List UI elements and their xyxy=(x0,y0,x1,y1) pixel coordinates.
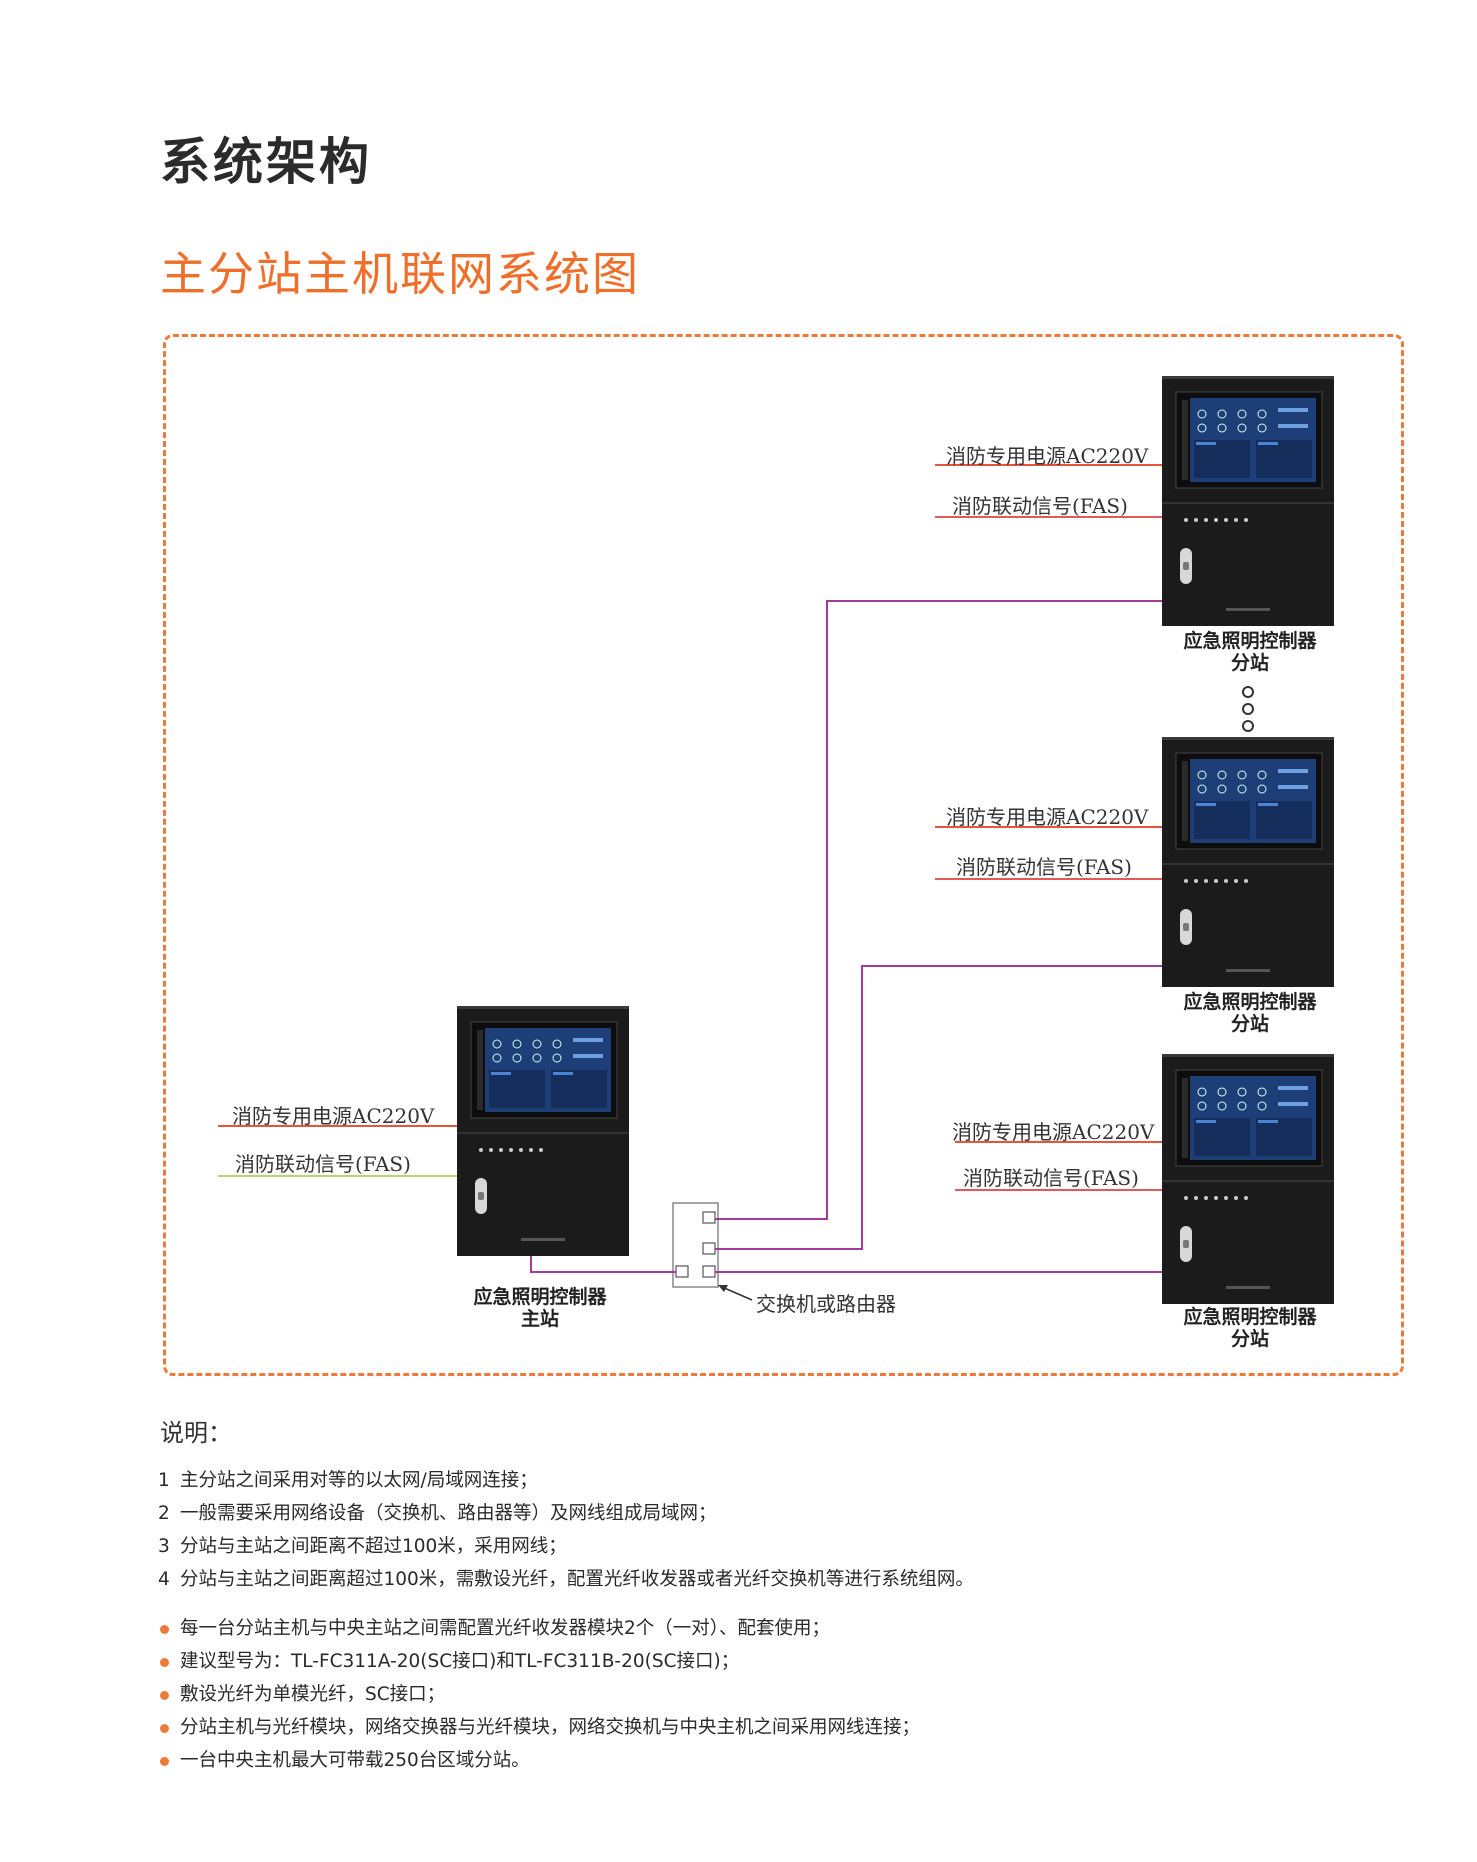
notes-heading: 说明： xyxy=(160,1419,232,1447)
bullet-text: 分站主机与光纤模块，网络交换器与光纤模块，网络交换机与中央主机之间采用网线连接； xyxy=(180,1717,921,1738)
slave1-station-label: 应急照明控制器 分站 xyxy=(1150,630,1350,674)
master-station-label: 应急照明控制器 主站 xyxy=(440,1286,640,1330)
bullet-text: 建议型号为：TL-FC311A-20(SC接口)和TL-FC311B-20(SC… xyxy=(180,1651,740,1672)
bullet-text: 一台中央主机最大可带载250台区域分站。 xyxy=(180,1750,530,1771)
list-item: 4 分站与主站之间距离超过100米，需敷设光纤，配置光纤收发器或者光纤交换机等进行… xyxy=(158,1563,974,1596)
slave2-controller-name: 应急照明控制器 xyxy=(1183,991,1317,1013)
note-text: 一般需要采用网络设备（交换机、路由器等）及网线组成局域网； xyxy=(180,1503,717,1524)
bullet-item: 一台中央主机最大可带载250台区域分站。 xyxy=(158,1744,920,1777)
slave3-role: 分站 xyxy=(1230,1328,1269,1350)
slave3-fas-label: 消防联动信号(FAS) xyxy=(963,1166,1139,1190)
list-item: 3 分站与主站之间距离不超过100米，采用网线； xyxy=(158,1530,974,1563)
master-power-label: 消防专用电源AC220V xyxy=(232,1104,435,1128)
bullet-dot-icon xyxy=(160,1658,169,1667)
list-item: 2 一般需要采用网络设备（交换机、路由器等）及网线组成局域网； xyxy=(158,1497,974,1530)
note-number: 2 xyxy=(158,1503,170,1524)
slave3-power-label: 消防专用电源AC220V xyxy=(952,1120,1155,1144)
bullet-text: 每一台分站主机与中央主站之间需配置光纤收发器模块2个（一对）、配套使用； xyxy=(180,1618,831,1639)
bullet-item: 建议型号为：TL-FC311A-20(SC接口)和TL-FC311B-20(SC… xyxy=(158,1645,920,1678)
switch-label: 交换机或路由器 xyxy=(756,1292,896,1316)
slave2-role: 分站 xyxy=(1230,1013,1269,1035)
bullet-dot-icon xyxy=(160,1625,169,1634)
master-role: 主站 xyxy=(520,1308,559,1330)
bullet-item: 敷设光纤为单模光纤，SC接口； xyxy=(158,1678,920,1711)
bullet-dot-icon xyxy=(160,1691,169,1700)
slave1-role: 分站 xyxy=(1230,652,1269,674)
notes-list: 1 主分站之间采用对等的以太网/局域网连接； 2 一般需要采用网络设备（交换机、路由… xyxy=(158,1464,974,1596)
note-number: 4 xyxy=(158,1569,170,1590)
diagram-title: 主分站主机联网系统图 xyxy=(160,247,640,301)
slave2-fas-label: 消防联动信号(FAS) xyxy=(956,855,1132,879)
slave2-power-label: 消防专用电源AC220V xyxy=(946,805,1149,829)
slave1-fas-label: 消防联动信号(FAS) xyxy=(952,494,1128,518)
bullet-dot-icon xyxy=(160,1724,169,1733)
slave3-controller-name: 应急照明控制器 xyxy=(1183,1306,1317,1328)
bullet-text: 敷设光纤为单模光纤，SC接口； xyxy=(180,1684,446,1705)
more-stations-indicator xyxy=(1242,686,1254,737)
slave1-power-label: 消防专用电源AC220V xyxy=(946,444,1149,468)
note-text: 分站与主站之间距离超过100米，需敷设光纤，配置光纤收发器或者光纤交换机等进行系… xyxy=(180,1569,974,1590)
note-number: 1 xyxy=(158,1470,170,1491)
bullet-item: 分站主机与光纤模块，网络交换器与光纤模块，网络交换机与中央主机之间采用网线连接； xyxy=(158,1711,920,1744)
bullet-list: 每一台分站主机与中央主站之间需配置光纤收发器模块2个（一对）、配套使用； 建议型… xyxy=(158,1612,920,1777)
note-text: 分站与主站之间距离不超过100米，采用网线； xyxy=(180,1536,567,1557)
page-title: 系统架构 xyxy=(160,133,372,191)
note-text: 主分站之间采用对等的以太网/局域网连接； xyxy=(180,1470,538,1491)
note-number: 3 xyxy=(158,1536,170,1557)
bullet-item: 每一台分站主机与中央主站之间需配置光纤收发器模块2个（一对）、配套使用； xyxy=(158,1612,920,1645)
slave1-controller-name: 应急照明控制器 xyxy=(1183,630,1317,652)
master-fas-label: 消防联动信号(FAS) xyxy=(235,1152,411,1176)
slave2-station-label: 应急照明控制器 分站 xyxy=(1150,991,1350,1035)
master-controller-name: 应急照明控制器 xyxy=(473,1286,607,1308)
slave3-station-label: 应急照明控制器 分站 xyxy=(1150,1306,1350,1350)
bullet-dot-icon xyxy=(160,1757,169,1766)
diagram-frame xyxy=(163,334,1404,1376)
list-item: 1 主分站之间采用对等的以太网/局域网连接； xyxy=(158,1464,974,1497)
